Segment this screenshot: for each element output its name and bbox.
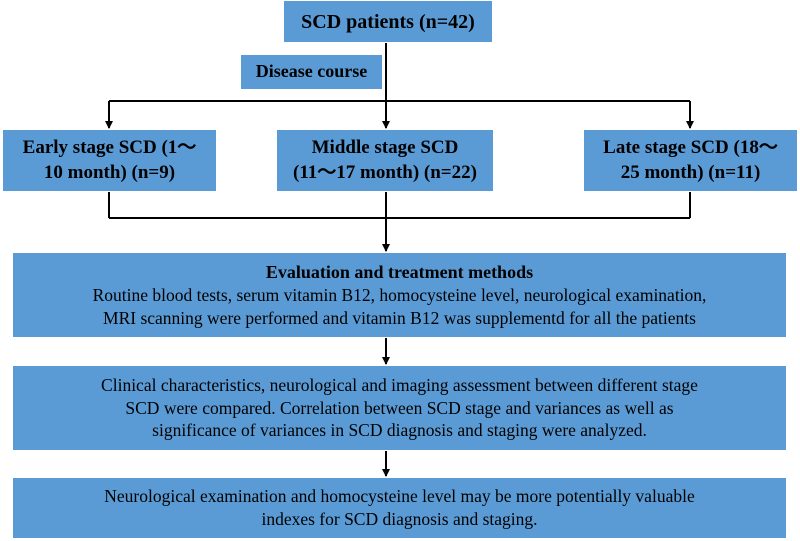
- conclusion-line2: indexes for SCD diagnosis and staging.: [261, 509, 538, 529]
- late-stage-line2: 25 month) (n=11): [620, 161, 761, 183]
- disease-course-box: Disease course: [240, 54, 383, 90]
- conclusion-line1: Neurological examination and homocystein…: [104, 486, 695, 507]
- early-stage-line2: 10 month) (n=9): [43, 161, 176, 183]
- middle-stage-box: Middle stage SCD (11～17 month) (n=22): [276, 129, 494, 192]
- conclusion-box: Neurological examination and homocystein…: [12, 477, 787, 539]
- early-stage-line1: Early stage SCD (1～: [22, 136, 197, 158]
- comparison-line1: Clinical characteristics, neurological a…: [101, 374, 698, 395]
- early-stage-box: Early stage SCD (1～ 10 month) (n=9): [2, 129, 217, 192]
- disease-course-label: Disease course: [255, 61, 368, 82]
- patients-label: SCD patients (n=42): [301, 10, 475, 33]
- late-stage-box: Late stage SCD (18～ 25 month) (n=11): [583, 129, 798, 192]
- middle-stage-line2: (11～17 month) (n=22): [293, 161, 477, 183]
- late-stage-line1: Late stage SCD (18～: [603, 136, 778, 158]
- patients-box: SCD patients (n=42): [283, 0, 493, 43]
- evaluation-line2: MRI scanning were performed and vitamin …: [103, 307, 696, 328]
- middle-stage-line1: Middle stage SCD: [311, 136, 459, 158]
- evaluation-box: Evaluation and treatment methods Routine…: [12, 252, 787, 338]
- comparison-line3: significance of variances in SCD diagnos…: [152, 420, 647, 441]
- evaluation-title: Evaluation and treatment methods: [265, 261, 534, 282]
- comparison-line2: SCD were compared. Correlation between S…: [125, 397, 674, 418]
- comparison-box: Clinical characteristics, neurological a…: [12, 365, 787, 451]
- evaluation-line1: Routine blood tests, serum vitamin B12, …: [92, 284, 707, 305]
